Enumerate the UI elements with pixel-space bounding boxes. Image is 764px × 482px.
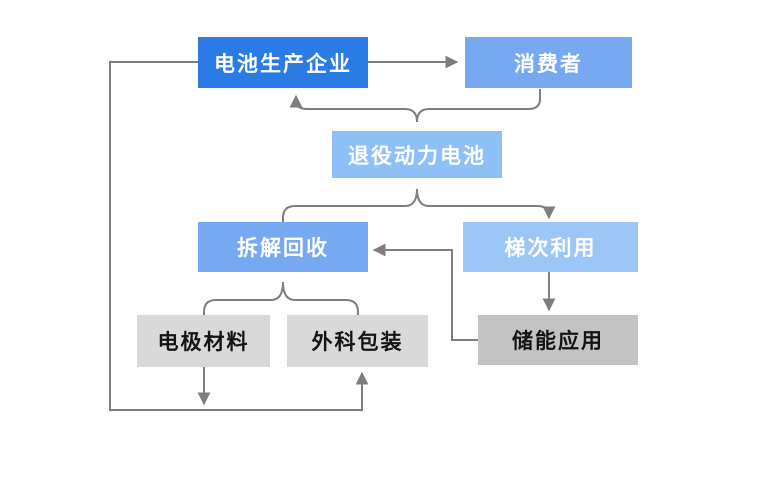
- edge-brace-retired-to-dismantle-cascade: [282, 188, 556, 222]
- node-shell-packaging: 外科包装: [287, 315, 428, 367]
- edge-recycle-loop: [109, 61, 369, 411]
- edge-brace-consumer-retired-to-producer: [289, 89, 541, 123]
- node-electrode-material: 电极材料: [137, 315, 270, 367]
- node-dismantle-recycle-label: 拆解回收: [237, 236, 329, 260]
- node-retired-battery: 退役动力电池: [332, 131, 502, 178]
- edge-brace-dismantle-to-outputs: [203, 281, 359, 316]
- edge-storage-to-dismantle: [372, 243, 478, 341]
- node-battery-producer: 电池生产企业: [198, 37, 368, 88]
- node-consumer: 消费者: [465, 37, 632, 88]
- node-energy-storage: 储能应用: [478, 315, 638, 365]
- node-battery-producer-label: 电池生产企业: [214, 51, 352, 76]
- node-electrode-material-label: 电极材料: [157, 330, 250, 354]
- node-cascade-use-label: 梯次利用: [504, 236, 597, 260]
- node-cascade-use: 梯次利用: [463, 222, 638, 272]
- node-consumer-label: 消费者: [514, 51, 583, 76]
- node-dismantle-recycle: 拆解回收: [198, 222, 368, 272]
- node-shell-packaging-label: 外科包装: [311, 330, 404, 354]
- node-energy-storage-label: 储能应用: [512, 329, 604, 353]
- node-retired-battery-label: 退役动力电池: [348, 143, 486, 168]
